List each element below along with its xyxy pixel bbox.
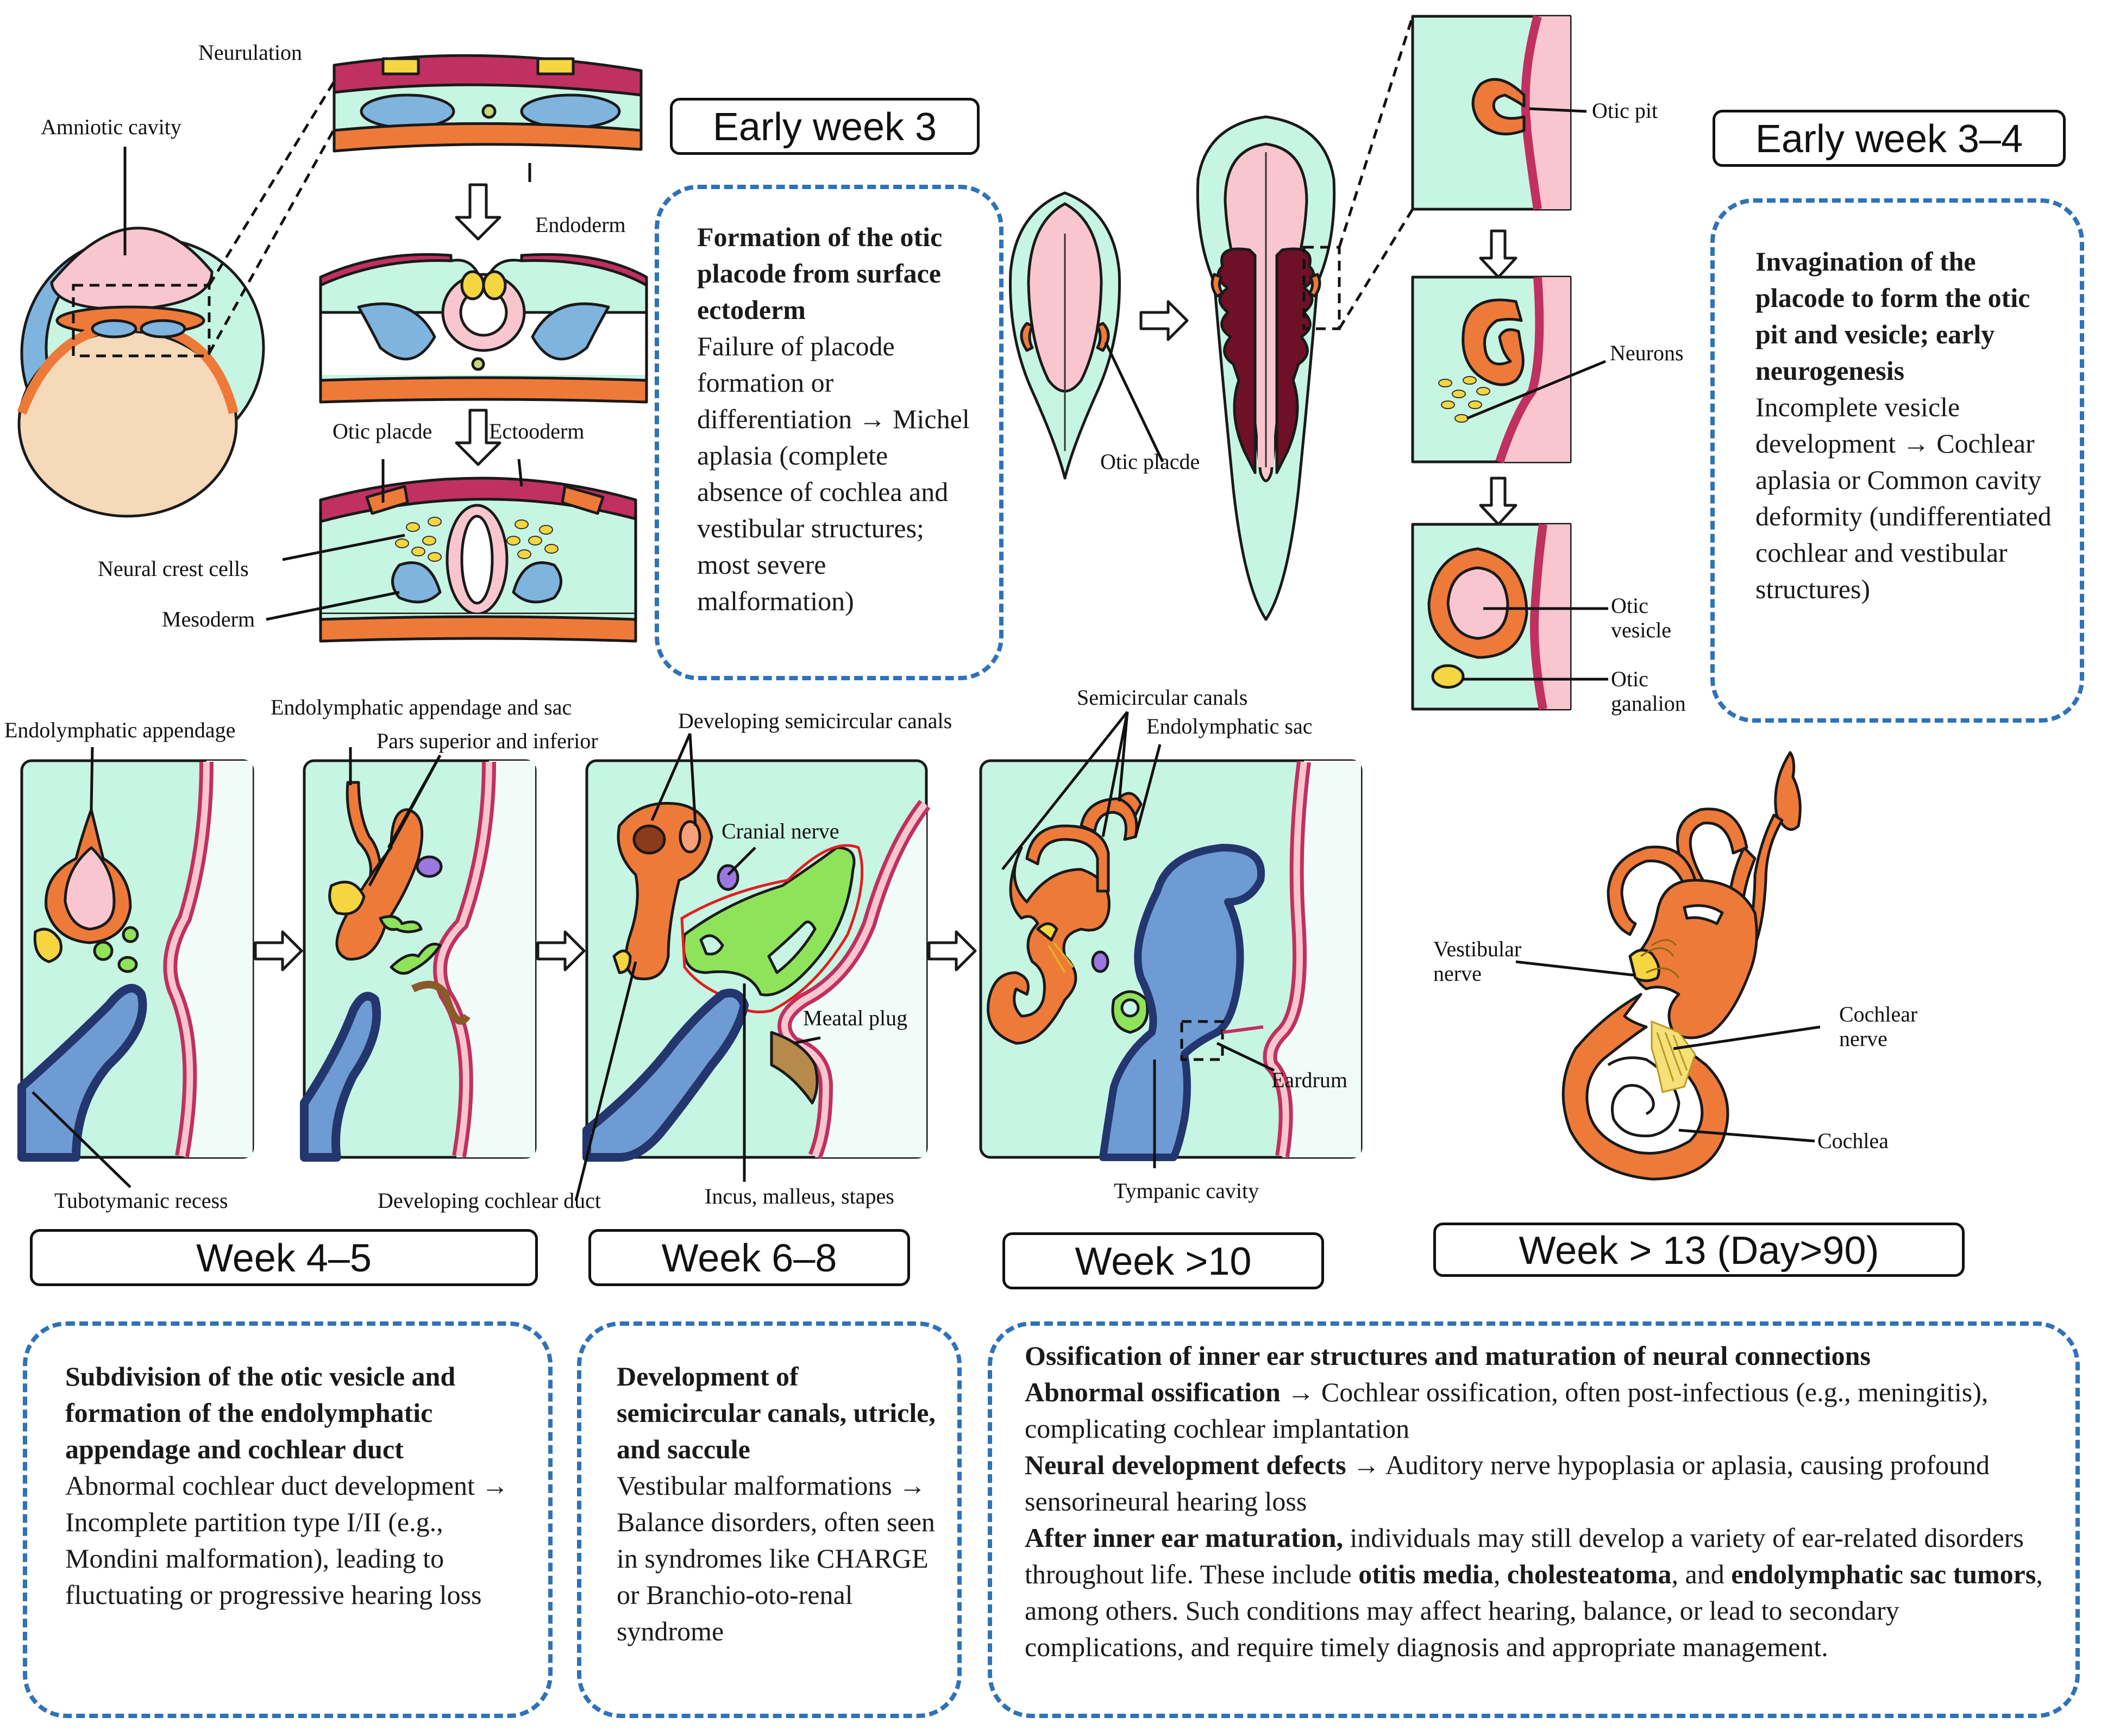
panel-semicircular-canals	[582, 759, 931, 1162]
embryo-disc-illustration	[17, 227, 265, 518]
description-week-10-p3-bold: After inner ear maturation,	[1025, 1522, 1344, 1553]
description-week-4-5-title: Subdivision of the otic vesicle and form…	[65, 1361, 456, 1464]
stage-week-4-5: Week 4–5	[30, 1229, 538, 1286]
label-semicircular-canals: Semicircular canals	[1077, 685, 1248, 710]
label-vestibular-nerve: Vestibular nerve	[1433, 937, 1522, 986]
description-week-3-4-body: Incomplete vesicle development → Cochlea…	[1755, 392, 2052, 604]
otic-vesicle-panel	[1411, 523, 1572, 711]
label-pars-superior-inferior: Pars superior and inferior	[377, 729, 598, 753]
label-tubotympanic-recess: Tubotymanic recess	[54, 1188, 228, 1213]
label-cranial-nerve: Cranial nerve	[722, 819, 839, 843]
stage-week-6-8: Week 6–8	[588, 1229, 910, 1286]
panel-vesicle-subdivision	[17, 759, 254, 1162]
label-otic-placode-top: Otic placde	[333, 419, 432, 443]
description-week-10-title: Ossification of inner ear structures and…	[1025, 1340, 1871, 1371]
panel-ossification	[979, 759, 1363, 1161]
label-neural-crest-cells: Neural crest cells	[98, 556, 249, 581]
description-week-10-p2-text: → Auditory nerve hypoplasia or aplasia, …	[1025, 1450, 1990, 1516]
label-cochlear-nerve: Cochlear nerve	[1839, 1002, 1918, 1051]
neurulation-section-2	[319, 253, 648, 404]
label-endoderm: Endoderm	[535, 212, 626, 237]
neurulation-section-1	[333, 54, 643, 153]
label-otic-vesicle: Otic vesicle	[1611, 593, 1672, 642]
label-eardrum: Eardrum	[1271, 1068, 1347, 1092]
description-week-10-sep1: ,	[1493, 1559, 1507, 1589]
stage-week-13: Week > 13 (Day>90)	[1433, 1223, 1965, 1277]
label-tympanic-cavity: Tympanic cavity	[1114, 1179, 1259, 1203]
label-neurons: Neurons	[1610, 341, 1684, 365]
description-week-4-5-body: Abnormal cochlear duct development → Inc…	[65, 1470, 509, 1610]
description-week-10-cholesteatoma: cholesteatoma	[1507, 1559, 1672, 1589]
description-week-3-body: Failure of placode formation or differen…	[697, 331, 970, 616]
label-cochlea: Cochlea	[1817, 1129, 1889, 1153]
description-week-3-4: Invagination of the placode to form the …	[1710, 198, 2084, 723]
description-week-10-p1-text: → Cochlear ossification, often post-infe…	[1025, 1377, 1989, 1444]
description-week-4-5: Subdivision of the otic vesicle and form…	[23, 1321, 553, 1718]
neurons-panel	[1411, 275, 1572, 463]
stage-early-week-3-4: Early week 3–4	[1713, 110, 2066, 167]
description-week-3: Formation of the otic placode from surfa…	[655, 185, 1004, 680]
embryo-early-week3	[1009, 191, 1121, 480]
label-amniotic-cavity: Amniotic cavity	[41, 115, 181, 139]
description-week-10-otitis-media: otitis media	[1358, 1559, 1494, 1589]
description-week-10-endolymphatic-sac-tumors: endolymphatic sac tumors	[1731, 1559, 2036, 1589]
label-mesoderm: Mesoderm	[162, 607, 255, 631]
description-week-3-4-title: Invagination of the placode to form the …	[1755, 246, 2030, 386]
description-week-10-p3-text1: individuals may still develop a variety …	[1025, 1522, 2024, 1589]
neurulation-section-3	[319, 477, 637, 643]
description-week-10-p2-bold: Neural development defects	[1025, 1450, 1346, 1480]
stage-early-week-3: Early week 3	[670, 98, 980, 155]
description-week-10: Ossification of inner ear structures and…	[988, 1321, 2080, 1718]
description-week-3-title: Formation of the otic placode from surfa…	[697, 222, 943, 325]
panel-endolymphatic-appendage	[300, 759, 537, 1162]
description-week-10-p1-bold: Abnormal ossification	[1025, 1377, 1281, 1407]
description-week-6-8-body: Vestibular malformations → Balance disor…	[617, 1470, 935, 1646]
label-developing-cochlear-duct: Developing cochlear duct	[378, 1188, 601, 1213]
label-incus-malleus-stapes: Incus, malleus, stapes	[705, 1184, 894, 1208]
label-endolymphatic-appendage: Endolymphatic appendage	[4, 718, 236, 742]
otic-pit-panel	[1411, 15, 1572, 211]
label-neurulation: Neurulation	[198, 40, 303, 65]
embryo-later	[1196, 115, 1341, 621]
description-week-6-8: Development of semicircular canals, utri…	[577, 1321, 962, 1718]
label-ectoderm: Ectooderm	[489, 419, 585, 443]
label-endolymphatic-appendage-sac: Endolymphatic appendage and sac	[271, 695, 572, 719]
mature-inner-ear	[1561, 751, 1802, 1181]
label-endolymphatic-sac: Endolymphatic sac	[1146, 714, 1313, 738]
label-otic-ganglion: Otic ganalion	[1611, 667, 1686, 716]
description-week-10-sep2: , and	[1671, 1559, 1732, 1589]
label-meatal-plug: Meatal plug	[803, 1006, 908, 1030]
label-otic-placode-embryo: Otic placde	[1100, 449, 1200, 474]
description-week-10-p3-text2: , among others. Such conditions may affe…	[1025, 1559, 2043, 1662]
label-otic-pit: Otic pit	[1592, 98, 1658, 123]
stage-week-10: Week >10	[1002, 1232, 1324, 1289]
description-week-6-8-title: Development of semicircular canals, utri…	[617, 1361, 936, 1464]
label-developing-semicircular-canals: Developing semicircular canals	[678, 709, 952, 733]
